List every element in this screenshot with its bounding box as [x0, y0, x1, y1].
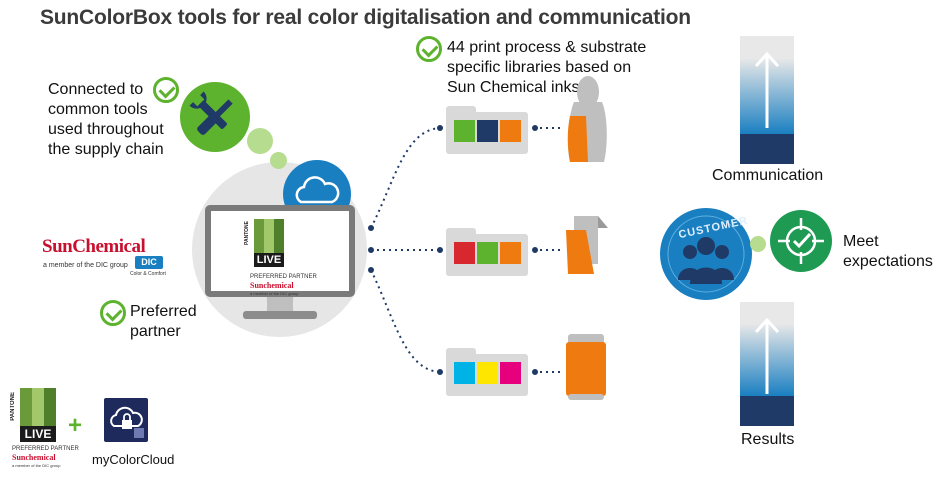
target-icon: [770, 210, 832, 272]
customer-icon: [660, 208, 752, 300]
tools-icon: [180, 82, 250, 152]
library-folder: [446, 228, 528, 276]
meet-expectations-text: Meet expectations: [843, 233, 933, 270]
bottle-icon: [567, 76, 607, 162]
check-icon: [416, 36, 442, 62]
arrow-up-icon: [754, 317, 780, 394]
bubble: [750, 236, 766, 252]
communication-bar: [740, 36, 794, 164]
library-folder: [446, 348, 528, 396]
results-label: Results: [741, 431, 795, 448]
check-icon: [100, 300, 126, 326]
library-folder: [446, 106, 528, 154]
libraries-text: 44 print process & substrate specific li…: [447, 39, 647, 96]
dic-logo: DIC: [135, 256, 163, 269]
preferred-text: Preferred partner: [130, 303, 197, 340]
communication-label: Communication: [712, 167, 824, 184]
label-icon: [566, 216, 608, 274]
mycolorcloud-label: myColorCloud: [92, 452, 175, 467]
can-icon: [566, 334, 606, 400]
dotted-link: [532, 247, 560, 253]
mycolorcloud-icon: [104, 398, 148, 442]
pantone-live-logo: PANTONE LIVE: [244, 219, 284, 271]
results-bar: [740, 302, 794, 426]
bubble: [247, 128, 273, 154]
connected-text: Connected to common tools used throughou…: [48, 81, 164, 158]
page-title: SunColorBox tools for real color digital…: [40, 6, 691, 29]
pantone-live-logo-small: PANTONE LIVE: [10, 388, 56, 444]
connector-lines: [368, 125, 443, 375]
check-icon: [153, 77, 179, 103]
dotted-link: [532, 369, 560, 375]
arrow-up-icon: [754, 51, 780, 128]
dotted-link: [532, 125, 560, 131]
plus-sign: +: [68, 412, 83, 439]
sunchemical-logo: SunChemical: [42, 236, 146, 257]
bubble: [270, 152, 287, 169]
